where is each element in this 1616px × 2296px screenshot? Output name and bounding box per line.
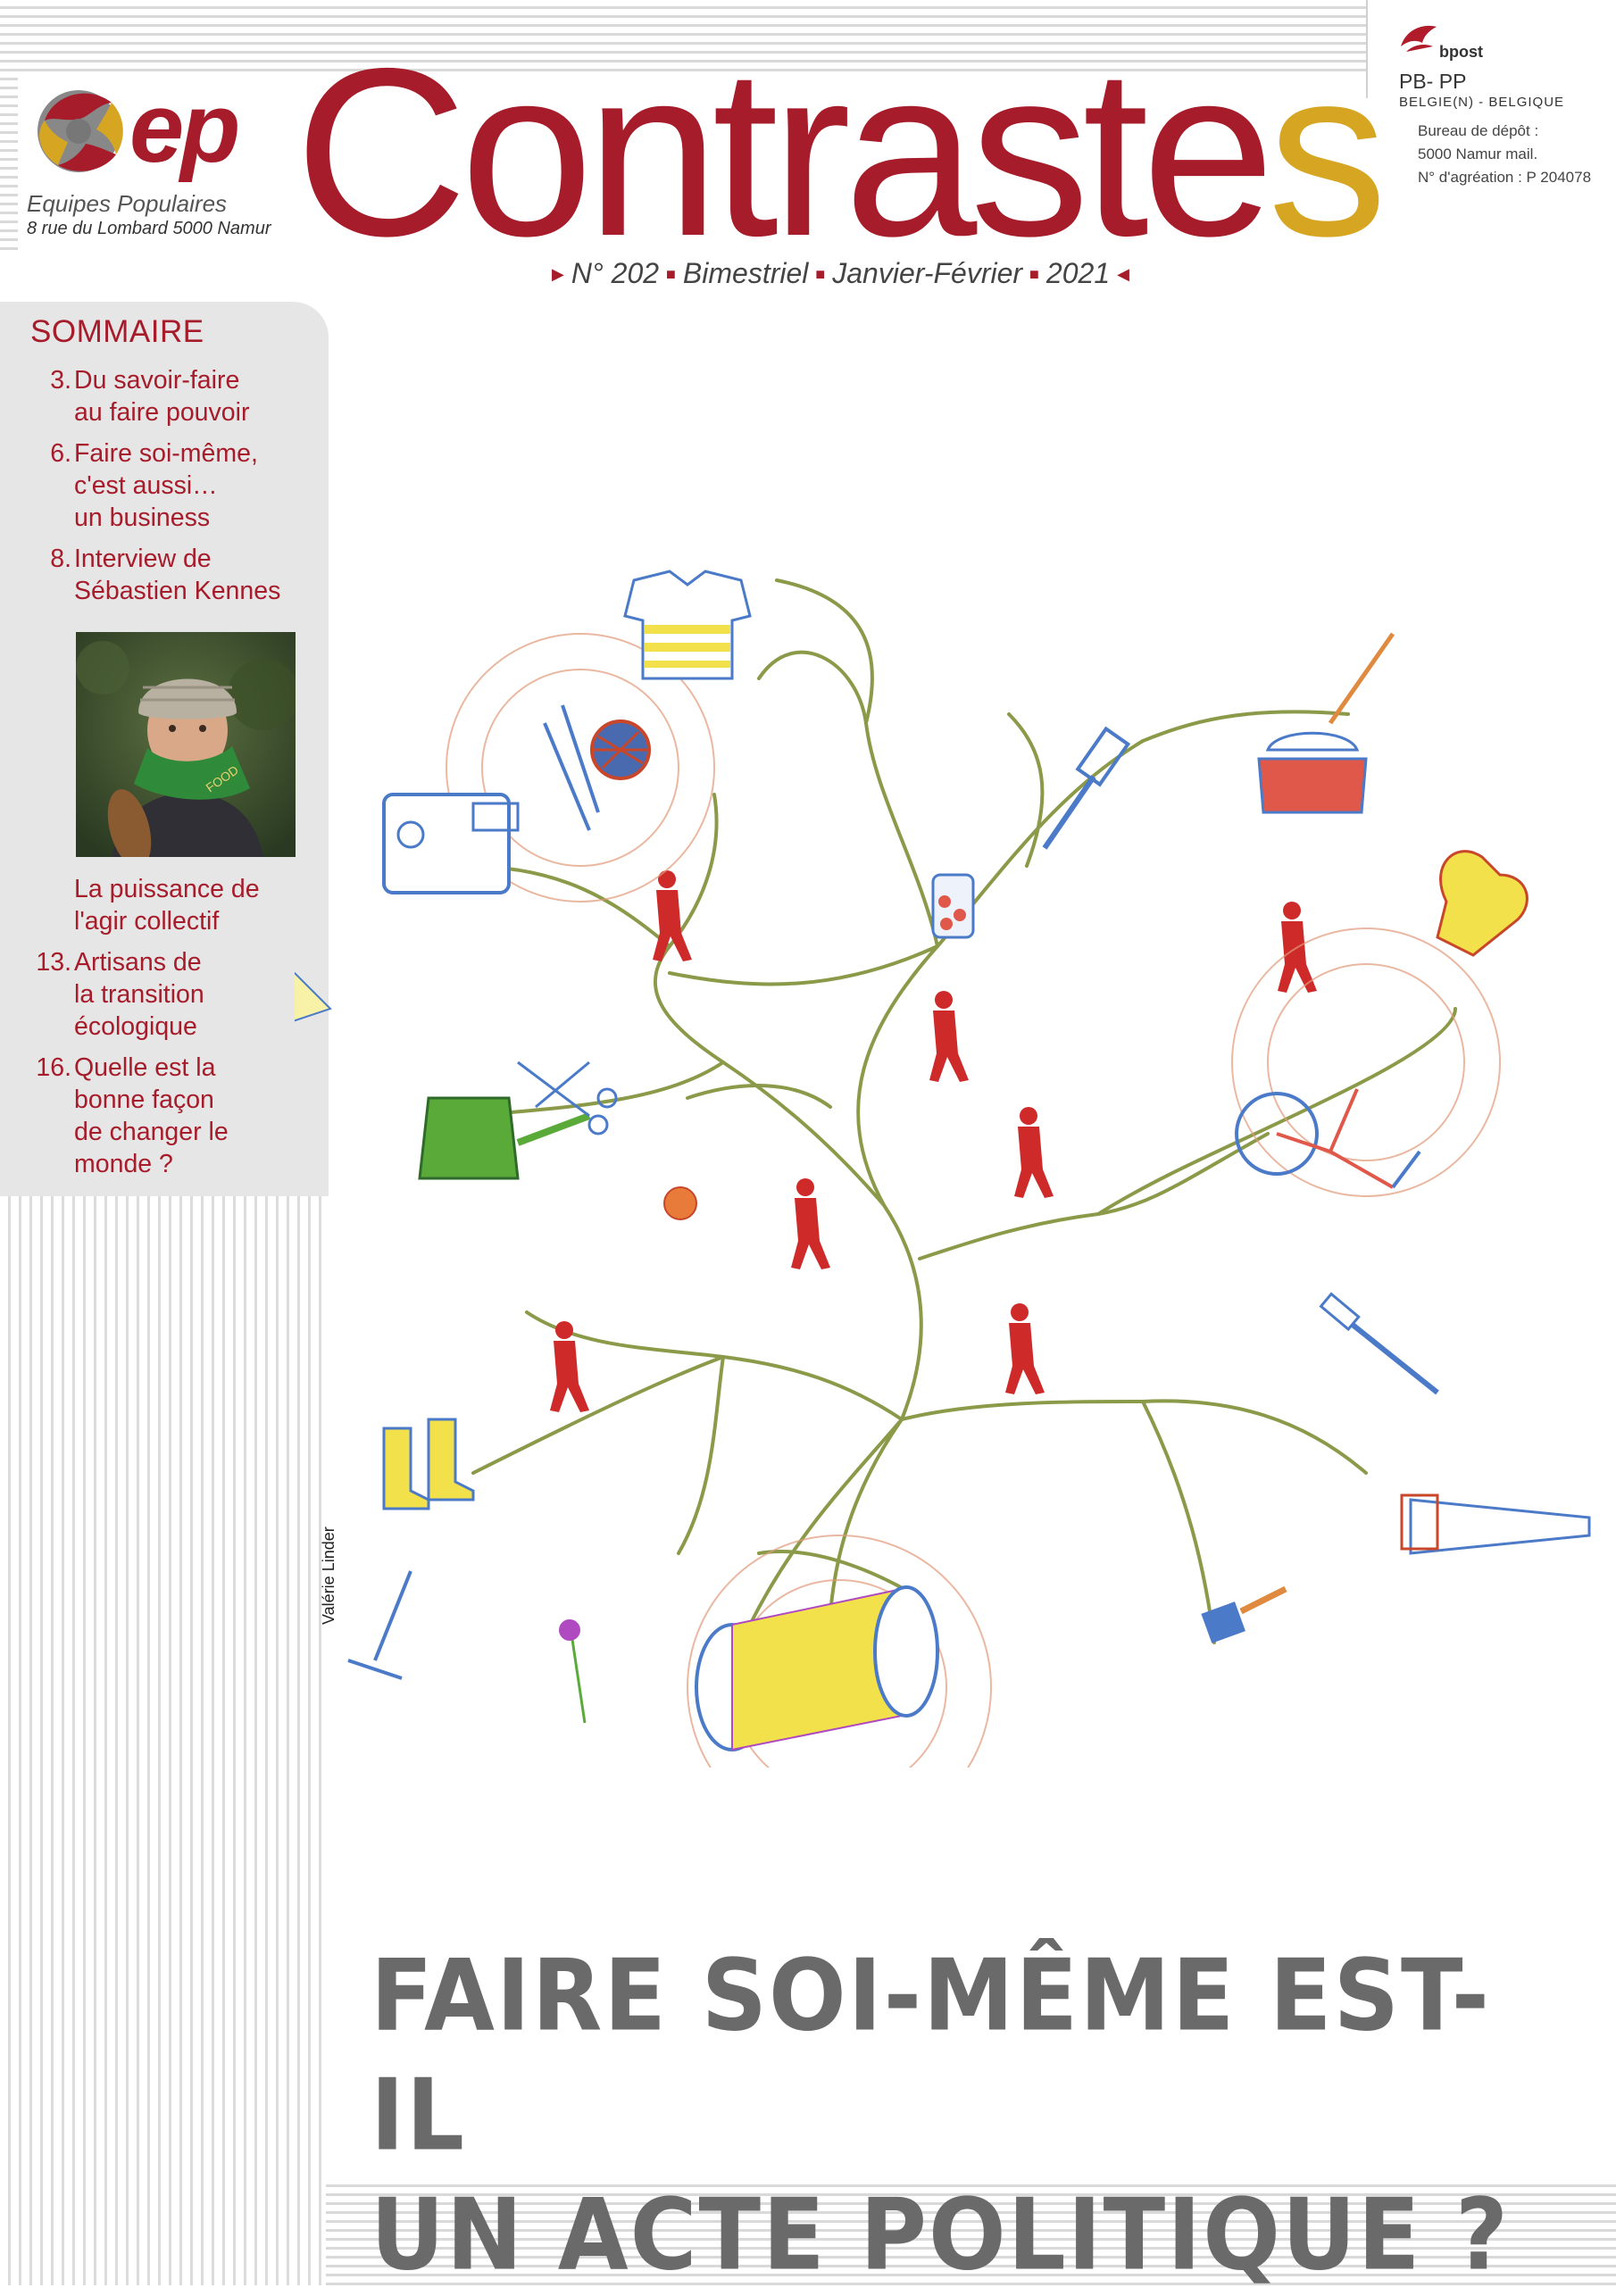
square-separator-icon: ■ [1029,265,1039,283]
toc-line: la transition [74,980,204,1009]
headline-line-2: UN ACTE POLITIQUE ? [371,2178,1511,2293]
toc-line: Sébastien Kennes [74,577,281,605]
toc-line: Quelle est la [74,1053,216,1082]
boots-icon [382,1418,475,1510]
toc-page-number: 6. [50,439,71,468]
paper-roll-icon [295,971,332,1022]
arrow-right-icon: ▶ [552,265,564,283]
toc-text: Interview de Sébastien Kennes [74,543,280,607]
saw-icon [1400,1493,1591,1555]
postal-country: BELGIE(N) - BELGIQUE [1399,95,1565,110]
toc-text: Faire soi-même, c'est aussi… un business [74,437,258,534]
cover-headline: FAIRE SOI-MÊME EST-IL UN ACTE POLITIQUE … [371,1937,1576,2296]
ep-logo[interactable]: ep Equipes Populaires 8 rue du Lombard 5… [27,73,277,245]
issue-year: 2021 [1045,257,1111,289]
flower-icon [559,1619,587,1724]
toc-text: Quelle est la bonne façon de changer le … [74,1052,229,1180]
thread-spool-icon [695,1585,939,1751]
cooking-pot-icon [1257,632,1395,814]
toc-text: La puissance de l'agir collectif [74,873,260,937]
footer-stripes [326,2178,1616,2285]
interview-photo: FOOD [76,632,296,857]
tree-branches [462,578,1457,1716]
organization-name: Equipes Populaires [27,190,228,217]
toc-line: La puissance de [74,875,260,903]
header-divider [1366,0,1368,98]
toc-line: monde ? [74,1150,173,1178]
scissors-icon [517,1061,618,1136]
issue-frequency: Bimestriel [682,257,809,289]
yarn-ball-icon [590,720,651,780]
issue-number: N° 202 [571,257,660,289]
toc-line: écologique [74,1012,197,1041]
jar-icon [931,873,975,939]
toc-line: Faire soi-même, [74,439,258,468]
arrow-left-icon: ◀ [1117,265,1129,283]
portrait-image: FOOD [76,632,296,857]
tree-illustration [295,570,1591,1768]
watering-can-icon [418,1096,591,1180]
toc-text: Du savoir-faire au faire pouvoir [74,364,249,428]
bpost-logo-icon [1401,25,1437,52]
toc-line: de changer le [74,1118,229,1146]
walking-figures [550,870,1317,1412]
magazine-title-main: Contraste [295,18,1275,286]
knitting-needles-icon [543,704,600,831]
toc-title: SOMMAIRE [30,314,204,349]
table-of-contents: SOMMAIRE 3. Du savoir-faire au faire pou… [0,302,329,1196]
toc-page-number: 3. [50,366,71,395]
postal-code: PB- PP [1399,70,1467,93]
toc-page-number: 16. [36,1053,71,1082]
left-stripes [0,1196,326,2285]
postal-office-label: Bureau de dépôt : [1418,122,1539,139]
headline-line-1: FAIRE SOI-MÊME EST-IL [371,1939,1491,2174]
header-white-area [18,71,1366,250]
magazine-title-last-letter: s [1267,18,1387,286]
rake-icon [347,1570,412,1680]
bicycle-icon [1235,1088,1421,1189]
hammer-icon [1319,1292,1439,1395]
toc-text: Artisans de la transition écologique [74,946,204,1043]
toc-line: l'agir collectif [74,907,220,936]
globe-logo-icon [37,90,123,172]
issue-info: ▶ N° 202 ■ Bimestriel ■ Janvier-Février ■ 2021 ◀ [545,257,1129,290]
organization-address: 8 rue du Lombard 5000 Namur [27,219,271,238]
toc-line: c'est aussi… [74,471,218,500]
toc-line: un business [74,503,211,532]
illustration-credit: Valérie Linder [320,1527,337,1625]
issue-period: Janvier-Février [832,257,1023,289]
toc-page-number: 13. [36,948,71,977]
sewing-machine-icon [382,793,520,894]
logo-initials: ep [129,73,240,183]
oven-mitt-icon [1436,850,1529,957]
square-separator-icon: ■ [666,265,676,283]
postal-office: 5000 Namur mail. [1418,146,1538,162]
tshirt-icon [623,570,752,680]
spatula-icon [1042,726,1131,850]
postal-approval: N° d'agréation : P 204078 [1418,169,1592,186]
toc-line: Artisans de [74,948,202,977]
paintbrush-icon [1201,1585,1287,1643]
apple-icon [663,1186,697,1220]
toc-line: Du savoir-faire [74,366,240,395]
postal-details: Bureau de dépôt : 5000 Namur mail. N° d'… [1418,120,1591,189]
square-separator-icon: ■ [815,265,826,283]
toc-line: au faire pouvoir [74,398,250,427]
bpost-name: bpost [1439,43,1483,61]
magazine-title: Contrastes [295,32,1387,271]
toc-page-number: 8. [50,545,71,573]
toc-line: Interview de [74,545,212,573]
toc-line: bonne façon [74,1086,214,1114]
